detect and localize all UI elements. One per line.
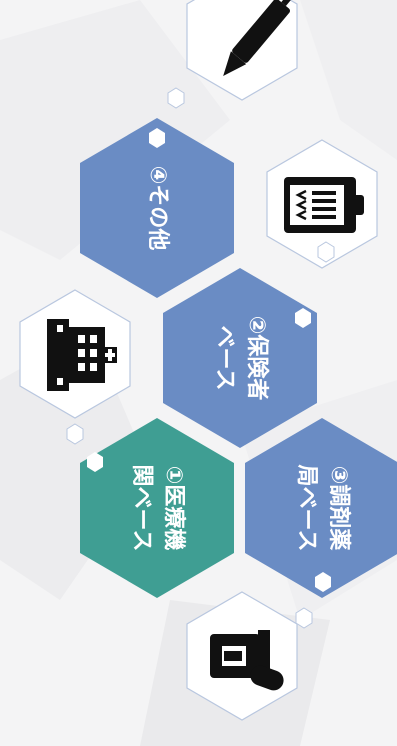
- hex-medical-line1: ①医療機: [161, 466, 187, 551]
- clipboard-icon: [284, 177, 364, 233]
- hex-other-line1: ④その他: [145, 166, 170, 251]
- hex-pharmacy-label: ③調剤薬 局ベース: [294, 465, 352, 552]
- hex-medical[interactable]: [80, 418, 234, 598]
- icon-hex-pharmacy: [186, 591, 298, 721]
- hex-insurer-line2: ベース: [212, 326, 237, 391]
- pen-icon: [223, 0, 295, 77]
- hex-other-label: ④その他: [145, 166, 170, 251]
- icon-hex-clipboard: [266, 139, 378, 269]
- hex-pharmacy-line1: ③調剤薬: [326, 466, 352, 551]
- hex-pharmacy[interactable]: [245, 418, 397, 598]
- connector-hexes: [66, 87, 335, 629]
- hospital-icon: [47, 319, 117, 391]
- hex-medical-line2: 関ベース: [129, 465, 154, 552]
- pill-bottle-icon: [210, 630, 284, 691]
- icon-hex-hospital: [19, 289, 131, 419]
- hex-insurer[interactable]: [163, 268, 317, 448]
- hex-other[interactable]: [80, 118, 234, 298]
- hex-insurer-label: ②保険者 ベース: [212, 316, 269, 401]
- hex-pharmacy-line2: 局ベース: [294, 465, 319, 552]
- icon-hex-pen: [186, 0, 298, 101]
- hex-insurer-line1: ②保険者: [244, 316, 269, 401]
- hex-medical-label: ①医療機 関ベース: [129, 465, 187, 552]
